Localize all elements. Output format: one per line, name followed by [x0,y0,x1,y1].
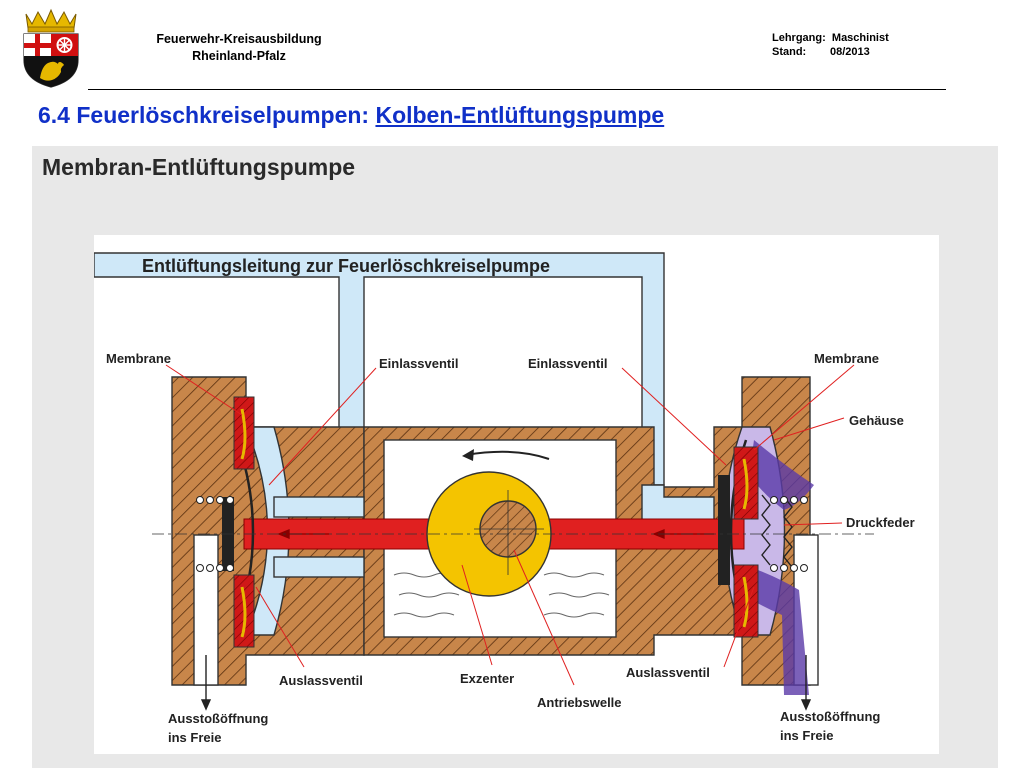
label-exhaust-left-2: ins Freie [168,730,221,745]
label-housing: Gehäuse [849,413,904,428]
header-divider [88,89,946,90]
coat-of-arms-icon [23,8,79,88]
label-membrane-right: Membrane [814,351,879,366]
label-vent-line: Entlüftungsleitung zur Feuerlöschkreisel… [142,256,550,276]
pump-diagram: Entlüftungsleitung zur Feuerlöschkreisel… [94,235,939,754]
status-value: 08/2013 [830,46,870,58]
rotation-arrow [465,450,550,460]
label-exhaust-left-1: Ausstoßöffnung [168,711,268,726]
label-drive-shaft: Antriebswelle [537,695,622,710]
label-inlet-left: Einlassventil [379,356,458,371]
organization-line-2: Rheinland-Pfalz [192,49,286,63]
label-inlet-right: Einlassventil [528,356,607,371]
label-exhaust-right-1: Ausstoßöffnung [780,709,880,724]
diagram-labels: Entlüftungsleitung zur Feuerlöschkreisel… [106,256,915,745]
course-value: Maschinist [831,32,889,44]
slide-title-link[interactable]: Kolben-Entlüftungspumpe [375,102,665,128]
course-label: Lehrgang: [772,32,826,44]
slide-title-prefix: 6.4 Feuerlöschkreiselpumpen: [38,102,376,128]
label-outlet-valve-right: Auslassventil [626,665,710,680]
panel-title: Membran-Entlüftungspumpe [42,154,356,180]
label-exhaust-right-2: ins Freie [780,728,833,743]
label-outlet-valve-left: Auslassventil [279,673,363,688]
label-membrane-left: Membrane [106,351,171,366]
course-info: Lehrgang: Maschinist Stand: 08/2013 [772,31,889,59]
organization-name: Feuerwehr-Kreisausbildung Rheinland-Pfal… [130,31,348,65]
pressure-spring [761,494,793,568]
valves [233,396,759,648]
leader-lines [165,364,855,686]
status-label: Stand: [772,46,807,58]
slide-title: 6.4 Feuerlöschkreiselpumpen: Kolben-Entl… [38,102,664,129]
label-spring: Druckfeder [846,515,915,530]
exhaust-flow [744,440,814,695]
eccentric [426,471,552,597]
exhaust-arrows [200,655,812,711]
spring-coils [196,496,808,572]
label-eccentric: Exzenter [460,671,514,686]
figure-panel: Membran-Entlüftungspumpe [32,146,998,768]
organization-line-1: Feuerwehr-Kreisausbildung [156,32,322,46]
